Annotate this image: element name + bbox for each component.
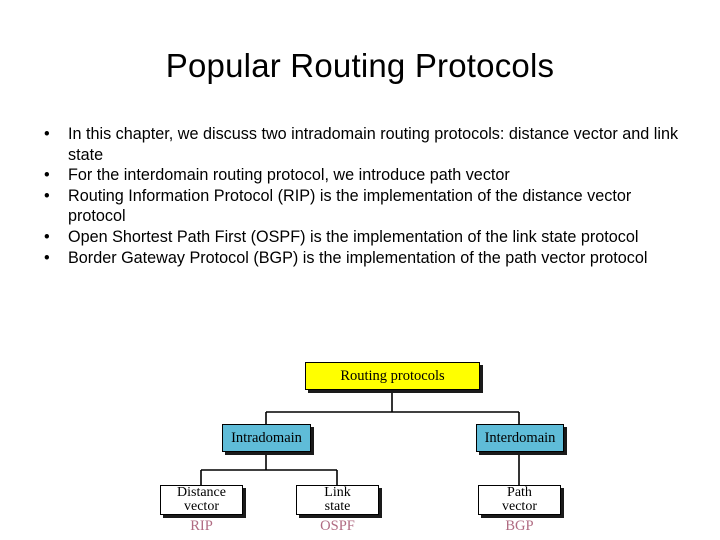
protocol-label-ospf: OSPF: [320, 518, 355, 534]
bullet-marker-icon: •: [44, 227, 50, 246]
list-item: • For the interdomain routing protocol, …: [36, 165, 684, 186]
node-path-vector-line2: vector: [502, 499, 537, 514]
bullet-marker-icon: •: [44, 125, 50, 143]
list-item: • In this chapter, we discuss two intrad…: [36, 124, 684, 165]
node-routing-protocols[interactable]: Routing protocols: [305, 362, 480, 390]
list-item: • Open Shortest Path First (OSPF) is the…: [36, 227, 684, 248]
node-intradomain[interactable]: Intradomain: [222, 424, 311, 452]
list-item-text: For the interdomain routing protocol, we…: [68, 166, 510, 185]
tree-connector-lines: [200, 390, 520, 485]
list-item-text: Border Gateway Protocol (BGP) is the imp…: [68, 248, 648, 267]
protocol-label-rip: RIP: [190, 518, 213, 534]
node-interdomain[interactable]: Interdomain: [476, 424, 564, 452]
list-item-text: In this chapter, we discuss two intradom…: [68, 125, 679, 164]
node-path-vector-line1: Path: [507, 485, 532, 500]
node-distance-vector-line2: vector: [184, 499, 219, 514]
node-path-vector[interactable]: Path vector: [478, 485, 561, 515]
node-distance-vector-line1: Distance: [177, 485, 226, 500]
node-link-state-line2: state: [324, 499, 351, 514]
list-item: • Routing Information Protocol (RIP) is …: [36, 186, 684, 227]
node-link-state-line1: Link: [324, 485, 351, 500]
list-item-text: Open Shortest Path First (OSPF) is the i…: [68, 227, 639, 246]
node-distance-vector[interactable]: Distance vector: [160, 485, 243, 515]
bullet-marker-icon: •: [44, 186, 50, 205]
bullet-marker-icon: •: [44, 248, 50, 267]
node-link-state[interactable]: Link state: [296, 485, 379, 515]
routing-protocols-tree-diagram: Routing protocols Intradomain Interdomai…: [0, 350, 720, 540]
bullet-list: • In this chapter, we discuss two intrad…: [36, 124, 684, 268]
bullet-marker-icon: •: [44, 166, 50, 185]
protocol-label-bgp: BGP: [505, 518, 534, 534]
list-item: • Border Gateway Protocol (BGP) is the i…: [36, 248, 684, 269]
list-item-text: Routing Information Protocol (RIP) is th…: [68, 186, 632, 226]
page-title: Popular Routing Protocols: [165, 47, 555, 84]
